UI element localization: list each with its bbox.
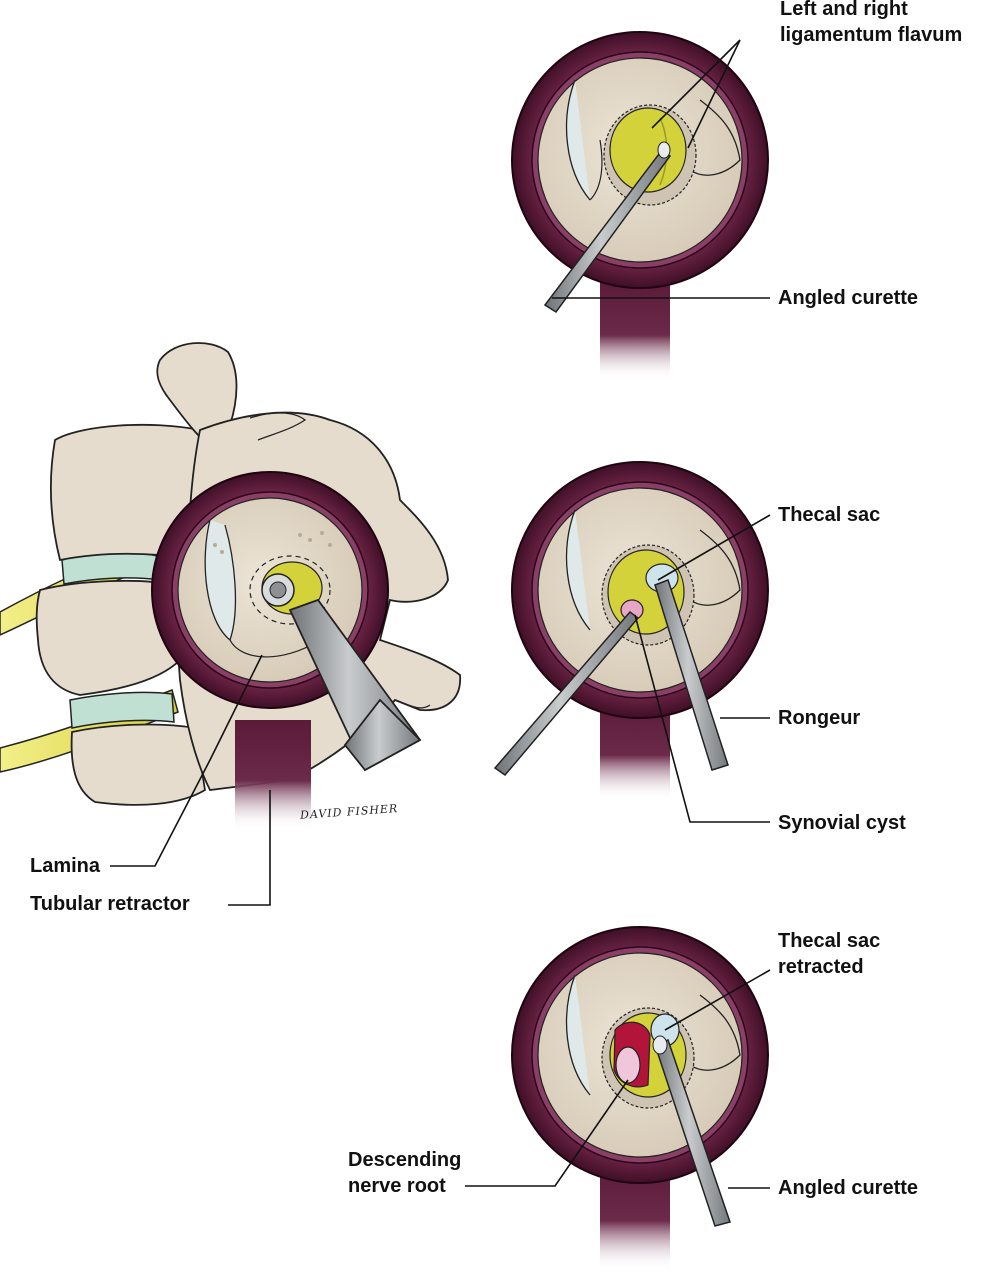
label-angled-curette-top: Angled curette [778,287,919,309]
panel-nerve-root [511,926,769,1270]
label-synovial-cyst: Synovial cyst [778,812,906,834]
artist-signature: DAVID FISHER [300,804,399,822]
angled-curette-shaft [543,148,672,314]
label-thecal-sac: Thecal sac [778,504,881,526]
panel-ligamentum-flavum [511,31,769,380]
ligamentum-flavum [609,107,687,193]
label-angled-curette-bottom: Angled curette [778,1177,919,1199]
spine-with-retractor [0,342,461,830]
rongeur-shaft [654,579,729,771]
label-tubular-retractor: Tubular retractor [30,893,190,915]
label-thecal-sac-retracted: Thecal sac retracted [778,930,881,978]
label-descending-nerve-root: Descending nerve root [348,1149,462,1197]
descending-nerve-root [615,1046,641,1084]
leader-lines [110,39,771,1189]
vertebra-lower [70,723,206,806]
label-lamina: Lamina [30,855,101,877]
vertebra-middle [35,579,181,696]
disc-lower [69,691,175,729]
panel-synovial-cyst [493,461,769,800]
label-rongeur: Rongeur [778,707,861,729]
label-ligamentum-flavum: Left and right ligamentum flavum [780,0,963,46]
instrument-left [493,610,640,777]
facet-joint-line [249,412,307,441]
tubular-retractor-stem [235,720,311,830]
facet-lower-line [394,699,431,709]
